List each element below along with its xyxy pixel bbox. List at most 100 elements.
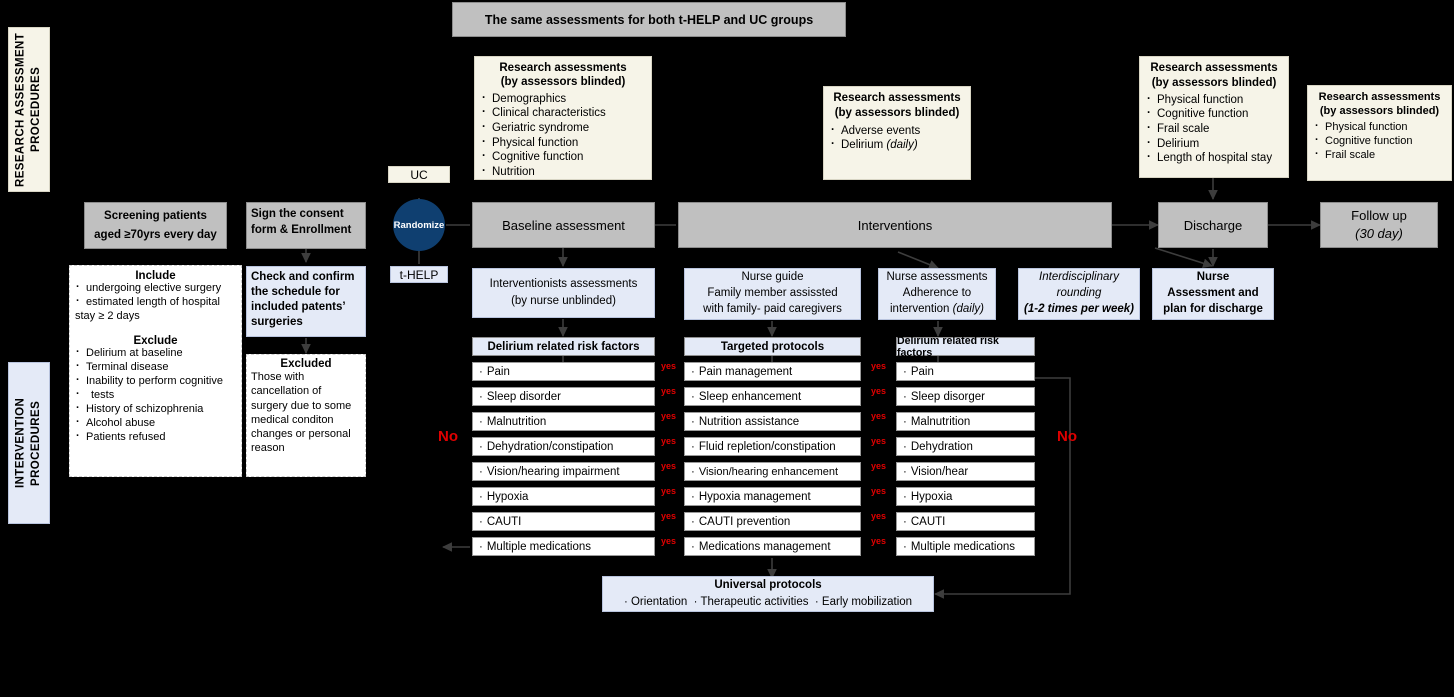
protocol-row: ·Vision/hearing enhancement (684, 462, 861, 481)
check-confirm-text: Check and confirm the schedule for inclu… (251, 271, 355, 328)
assess-during-list: Adverse events Delirium (daily) (830, 123, 964, 153)
interventionists-assessments-box: Interventionists assessments (by nurse u… (472, 268, 655, 318)
yes-label: yes (661, 486, 677, 496)
exclude-list: Delirium at baseline Terminal disease In… (75, 346, 236, 445)
nurse-guide-box: Nurse guide Family member assissted with… (684, 268, 861, 320)
nurse-guide-line2: Family member assissted (707, 287, 838, 300)
list-item: Delirium at baseline (75, 346, 236, 361)
yes-label: yes (871, 386, 887, 396)
nurse-assessments-line2: Adherence to (902, 287, 972, 300)
daily-note: (daily) (886, 139, 918, 152)
yes-label: yes (661, 461, 677, 471)
yes-label: yes (871, 361, 887, 371)
list-item: Cognitive function (1146, 106, 1282, 122)
risk-left-row: ·Hypoxia (472, 487, 655, 506)
no-label-left: No (438, 428, 458, 445)
sidebar-intervention-procedures: INTERVENTION PROCEDURES (8, 362, 50, 524)
consent-line2: form & Enrollment (251, 223, 352, 236)
screening-line2: aged ≥70yrs every day (94, 228, 217, 241)
protocol-row: ·Medications management (684, 537, 861, 556)
randomize-label: Randomize (393, 219, 445, 231)
nurse-assessments-line3: intervention (890, 302, 950, 315)
risk-right-row: ·Multiple medications (896, 537, 1035, 556)
risk-left-row: ·CAUTI (472, 512, 655, 531)
nurse-discharge-line1: Nurse (1196, 271, 1230, 284)
list-item: Delirium (daily) (830, 137, 964, 153)
list-item: Length of hospital stay (1146, 150, 1282, 166)
excluded-box: Excluded Those with cancellation of surg… (246, 354, 366, 477)
assess-discharge-title2: (by assessors blinded) (1151, 76, 1277, 89)
interdisciplinary-line2: rounding (1056, 287, 1102, 300)
list-item: Delirium (1146, 136, 1282, 152)
include-heading: Include (135, 270, 176, 282)
interventionists-line2: (by nurse unblinded) (511, 295, 616, 307)
yes-label: yes (871, 461, 887, 471)
protocol-row: ·Hypoxia management (684, 487, 861, 506)
sidebar-intervention-label: INTERVENTION PROCEDURES (14, 397, 42, 489)
sidebar-research-label: RESEARCH ASSESSMENT PROCEDURES (14, 32, 42, 187)
yes-label: yes (871, 486, 887, 496)
nurse-discharge-plan-box: Nurse Assessment and plan for discharge (1152, 268, 1274, 320)
yes-label: yes (661, 436, 677, 446)
protocol-row: ·Fluid repletion/constipation (684, 437, 861, 456)
list-item: Frail scale (1146, 121, 1282, 137)
assess-baseline-title1: Research assessments (499, 62, 627, 74)
risk-right-row: ·Malnutrition (896, 412, 1035, 431)
list-item: Physical function (1146, 92, 1282, 108)
followup-line1: Follow up (1351, 208, 1407, 224)
research-assessments-during: Research assessments (by assessors blind… (823, 86, 971, 180)
list-item: Patients refused (75, 430, 236, 445)
list-item: Geriatric syndrome (481, 120, 645, 136)
research-assessments-discharge: Research assessments (by assessors blind… (1139, 56, 1289, 178)
excluded-heading: Excluded (280, 358, 332, 370)
risk-left-row: ·Multiple medications (472, 537, 655, 556)
universal-item: Orientation (630, 596, 688, 608)
col-title-targeted-protocols: Targeted protocols (684, 337, 861, 356)
risk-right-row: ·CAUTI (896, 512, 1035, 531)
universal-heading: Universal protocols (714, 579, 822, 592)
list-item: Inability to perform cognitive (75, 374, 236, 389)
list-item: Cognitive function (481, 149, 645, 165)
consent-line1: Sign the consent (251, 208, 344, 220)
nurse-discharge-line2: Assessment and (1167, 287, 1259, 300)
risk-right-row: ·Vision/hear (896, 462, 1035, 481)
followup-line2: (30 day) (1355, 226, 1403, 241)
followup-box: Follow up (30 day) (1320, 202, 1438, 248)
assess-baseline-title2: (by assessors blinded) (500, 76, 626, 89)
protocol-row: ·Pain management (684, 362, 861, 381)
risk-right-row: ·Sleep disorger (896, 387, 1035, 406)
check-confirm-box: Check and confirm the schedule for inclu… (246, 266, 366, 337)
baseline-assessment-box: Baseline assessment (472, 202, 655, 248)
nurse-assessments-line1: Nurse assessments (886, 271, 988, 284)
interdisciplinary-rounding-box: Interdisciplinary rounding (1-2 times pe… (1018, 268, 1140, 320)
screening-box: Screening patients aged ≥70yrs every day (84, 202, 227, 249)
research-assessments-baseline: Research assessments (by assessors blind… (474, 56, 652, 180)
screening-line1: Screening patients (104, 210, 207, 223)
interdisciplinary-line3: (1-2 times per week) (1024, 302, 1134, 315)
nurse-discharge-line3: plan for discharge (1163, 302, 1263, 315)
assess-discharge-list: Physical function Cognitive function Fra… (1146, 92, 1282, 166)
yes-label: yes (661, 361, 677, 371)
list-item: Clinical characteristics (481, 105, 645, 121)
excluded-text: Those with cancellation of surgery due t… (251, 371, 352, 455)
discharge-label: Discharge (1183, 217, 1243, 233)
list-item: Terminal disease (75, 360, 236, 375)
yes-label: yes (871, 511, 887, 521)
assess-during-title2: (by assessors blinded) (834, 106, 960, 119)
col-title-left-risk-factors: Delirium related risk factors (472, 337, 655, 356)
protocol-row: ·CAUTI prevention (684, 512, 861, 531)
baseline-assessment-label: Baseline assessment (502, 217, 625, 233)
assess-followup-title1: Research assessments (1318, 91, 1441, 103)
risk-left-row: ·Vision/hearing impairment (472, 462, 655, 481)
discharge-box: Discharge (1158, 202, 1268, 248)
uc-label: UC (410, 167, 428, 182)
universal-protocols-box: Universal protocols · Orientation · Ther… (602, 576, 934, 612)
interventions-label: Interventions (857, 217, 933, 233)
yes-label: yes (871, 436, 887, 446)
research-assessments-followup: Research assessments (by assessors blind… (1307, 85, 1452, 181)
universal-item: Therapeutic activities (700, 596, 809, 608)
yes-label: yes (871, 411, 887, 421)
top-banner-text: The same assessments for both t-HELP and… (484, 12, 814, 27)
include-exclude-box: Include undergoing elective surgery esti… (69, 265, 242, 477)
list-item: History of schizophrenia (75, 402, 236, 417)
